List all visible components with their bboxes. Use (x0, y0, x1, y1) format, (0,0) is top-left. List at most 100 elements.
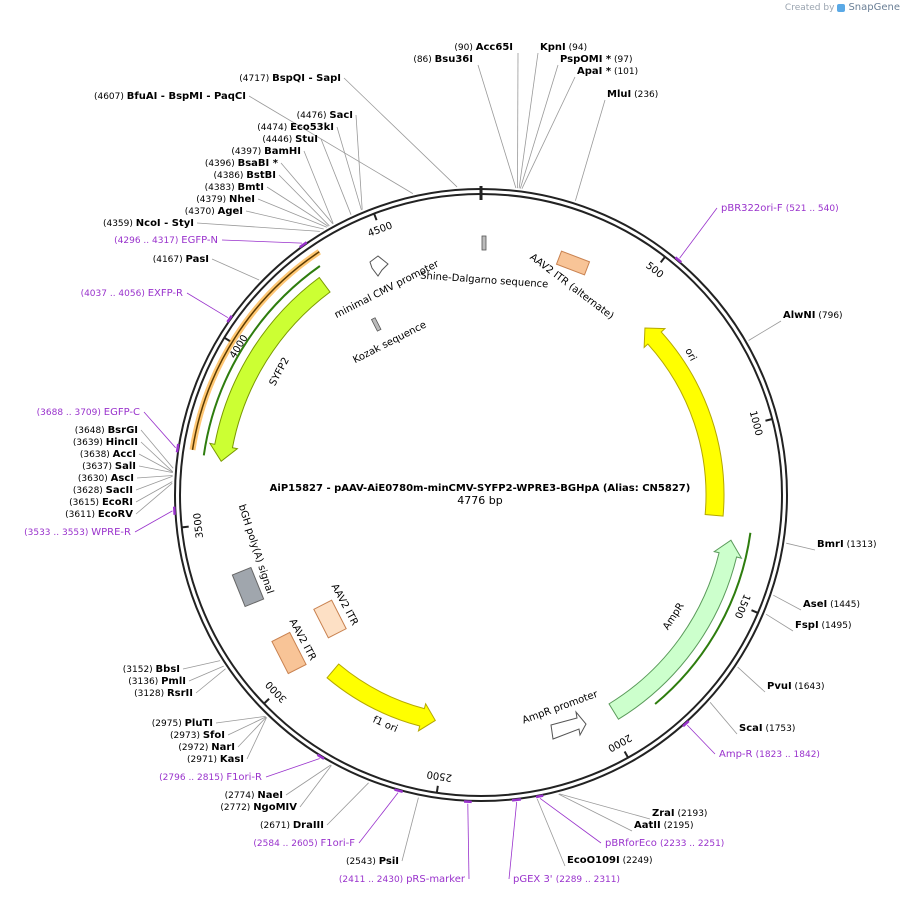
site-leader (518, 52, 539, 189)
site-leader (343, 77, 458, 188)
primer-leader (467, 803, 470, 880)
site-leader (196, 222, 320, 232)
site-leader (558, 793, 633, 832)
primer-leader (186, 292, 229, 319)
site-label-stui: (4446) StuI (262, 134, 318, 145)
site-leader (299, 765, 332, 808)
primer-mark (226, 315, 233, 323)
site-leader (140, 429, 174, 469)
tick-label: 500 (643, 260, 665, 280)
site-leader (135, 475, 173, 491)
site-leader (285, 764, 331, 796)
site-label-psii: (2543) PsiI (346, 856, 399, 867)
credit-brand: SnapGene (848, 2, 900, 13)
site-leader (138, 453, 174, 473)
primer-leader (358, 792, 399, 844)
site-leader (355, 114, 363, 210)
site-leader (786, 542, 816, 551)
site-leader (227, 716, 267, 736)
site-leader (575, 99, 606, 201)
feature-aav2-itr-2: AAV2 ITR (313, 582, 360, 639)
primer-leader (134, 510, 173, 533)
site-leader (536, 798, 566, 867)
primer-mark (511, 798, 522, 802)
tick-label: 4500 (366, 220, 394, 239)
site-leader (135, 482, 173, 515)
site-leader (477, 64, 517, 189)
site-leader (266, 186, 329, 227)
primer-label-pbr322orif: pBR322ori-F (521 .. 540) (721, 203, 839, 214)
feature-label-kozak: Kozak sequence (351, 320, 428, 366)
site-leader (138, 465, 173, 474)
site-label-pasi: (4167) PasI (153, 254, 209, 265)
site-label-sali: (3637) SalI (82, 461, 136, 472)
primer-mark (316, 753, 325, 760)
primer-label-exfpr: (4037 .. 4056) EXFP-R (81, 288, 183, 299)
site-leader (559, 793, 651, 820)
site-label-ncoi: (4359) NcoI - StyI (103, 218, 194, 229)
site-leader (709, 702, 738, 735)
primer-leader (143, 411, 176, 449)
site-label-pmli: (3136) PmlI (128, 676, 186, 687)
site-label-bmti: (4383) BmtI (205, 182, 264, 193)
site-leader (237, 716, 267, 748)
feature-bgh-polya: bGH poly(A) signal (231, 503, 275, 608)
feature-label-minimal-cmv-promoter: minimal CMV promoter (333, 258, 442, 321)
plasmid-size: 4776 bp (457, 494, 502, 507)
primer-mark (682, 720, 690, 728)
site-label-alwni: AlwNI (796) (783, 310, 843, 321)
site-label-fspi: FspI (1495) (795, 620, 851, 631)
site-leader (195, 668, 226, 694)
primer-label-wprer: (3533 .. 3553) WPRE-R (24, 527, 131, 538)
feature-aav2-itr: AAV2 ITR (271, 617, 318, 675)
site-label-bsabi: (4396) BsaBI * (205, 158, 279, 169)
site-leader (136, 475, 173, 479)
snapgene-credit: Created by SnapGene (785, 2, 900, 13)
site-label-ecoo109i: EcoO109I (2249) (567, 855, 653, 866)
site-leader (765, 613, 794, 632)
primer-leader (508, 801, 518, 880)
site-leader (773, 594, 802, 611)
site-leader (245, 210, 324, 230)
feature-label-shine-dalgarno: Shine-Dalgarno sequence (420, 271, 549, 291)
primer-mark (299, 241, 308, 249)
tick-mark (373, 213, 378, 221)
primer-label-pgex3: pGEX 3' (2289 .. 2311) (513, 874, 620, 885)
site-label-naei: (2774) NaeI (225, 790, 283, 801)
site-label-pspomi: PspOMI * (97) (560, 54, 633, 65)
site-leader (401, 797, 419, 862)
site-leader (326, 782, 369, 826)
primer-leader (221, 239, 303, 244)
site-leader (519, 64, 559, 189)
site-label-bsrgi: (3648) BsrGI (75, 425, 138, 436)
primer-mark (535, 794, 544, 799)
site-label-ngomiv: (2772) NgoMIV (220, 802, 297, 813)
site-label-bspqi: (4717) BspQI - SapI (239, 73, 341, 84)
site-leader (320, 138, 352, 215)
feature-ampr-promoter: AmpR promoter (521, 689, 600, 740)
feature-ampr: AmpR (608, 532, 752, 720)
credit-prefix: Created by (784, 2, 835, 13)
site-label-acc65i: (90) Acc65I (454, 42, 513, 53)
primer-mark (175, 443, 180, 453)
primer-mark (674, 256, 683, 264)
snapgene-logo-icon (837, 3, 846, 12)
site-label-saci: (4476) SacI (297, 110, 353, 121)
tick-label: 1000 (747, 410, 764, 437)
site-label-agei: (4370) AgeI (185, 206, 243, 217)
primer-leader (539, 797, 602, 844)
site-label-nari: (2972) NarI (178, 742, 235, 753)
site-leader (336, 126, 362, 211)
site-label-bstbi: (4386) BstBI (214, 170, 277, 181)
site-leader (140, 441, 174, 473)
feature-label-ori: ori (682, 346, 698, 363)
site-leader (748, 320, 782, 341)
site-leader (737, 666, 766, 693)
primer-label-pbrforeco: pBRforEco (2233 .. 2251) (605, 838, 724, 849)
site-label-draiii: (2671) DraIII (260, 820, 324, 831)
site-leader (246, 717, 267, 760)
site-label-pvui: PvuI (1643) (767, 681, 824, 692)
site-leaders (134, 52, 816, 880)
site-label-rsrii: (3128) RsrII (134, 688, 193, 699)
primer-label-egfpc: (3688 .. 3709) EGFP-C (37, 407, 140, 418)
